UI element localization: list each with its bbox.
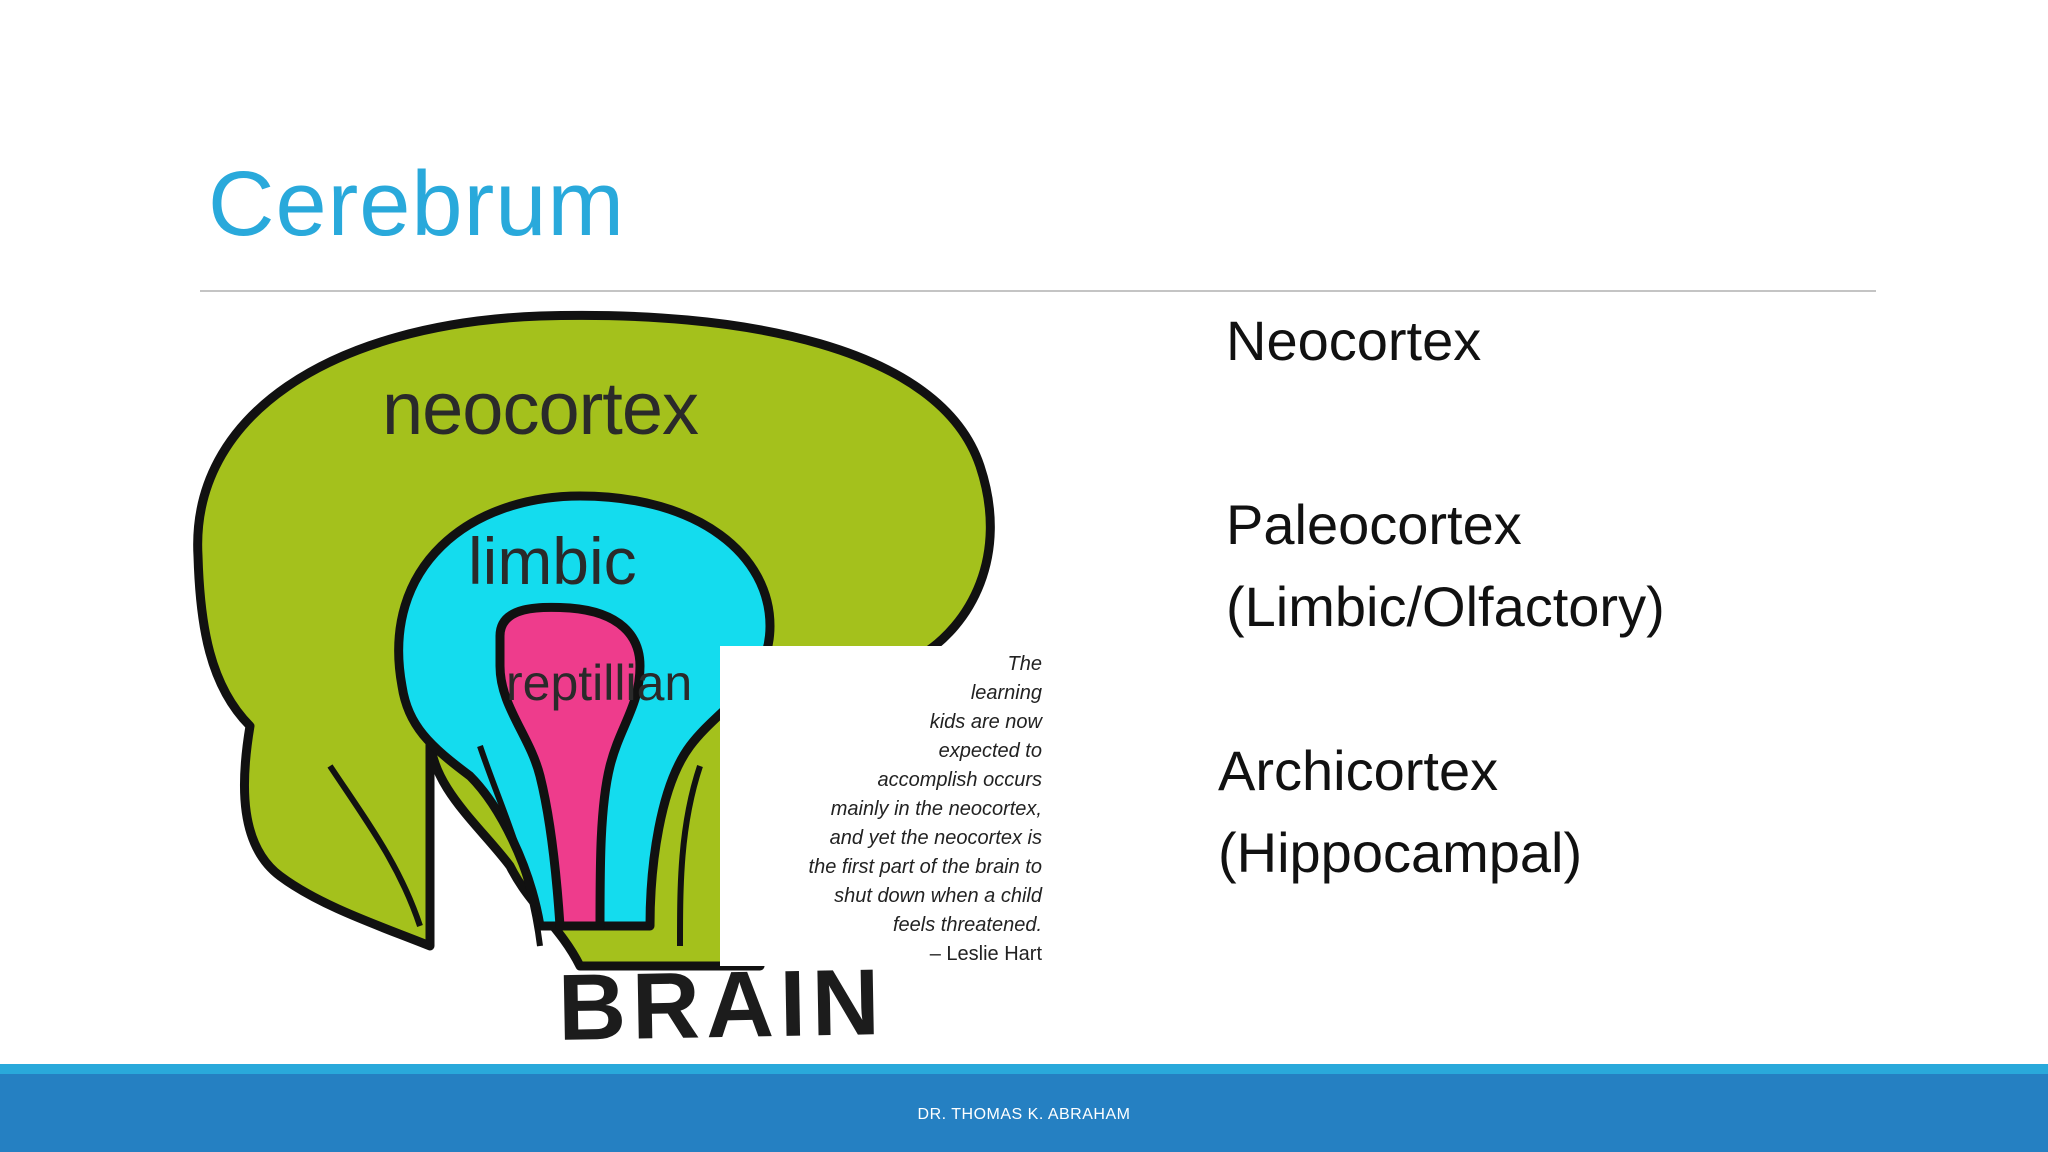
neocortex-label: neocortex [382,367,699,450]
title-divider [200,290,1876,292]
brain-label: BRAIN [557,949,887,1060]
term-archicortex: Archicortex (Hippocampal) [1218,730,1582,894]
footer-bar: DR. THOMAS K. ABRAHAM [0,1074,2048,1152]
reptilian-region [495,602,645,931]
cortex-terms: Neocortex Paleocortex (Limbic/Olfactory)… [1216,300,1976,900]
footer-author: DR. THOMAS K. ABRAHAM [917,1106,1131,1123]
quote-line: learning [970,682,1042,704]
reptilian-label: reptillian [506,655,693,711]
quote-line: accomplish occurs [877,769,1042,791]
term-neocortex-label: Neocortex [1226,309,1482,372]
term-archicortex-detail: (Hippocampal) [1218,821,1583,884]
term-paleocortex: Paleocortex (Limbic/Olfactory) [1226,484,1665,648]
term-archicortex-label: Archicortex [1218,739,1499,802]
quote-line: expected to [938,740,1042,762]
quote-line: feels threatened. [893,914,1042,936]
quote-line: kids are now [929,711,1042,733]
term-neocortex: Neocortex [1226,300,1481,382]
quote-line: shut down when a child [834,885,1042,907]
term-paleocortex-label: Paleocortex [1226,493,1522,556]
quote-line: The [1007,653,1042,675]
leslie-hart-quote: The learning kids are now expected to ac… [740,650,1042,969]
quote-line: mainly in the neocortex, [830,798,1042,820]
quote-line: the first part of the brain to [808,856,1042,878]
limbic-label: limbic [468,524,637,598]
term-paleocortex-detail: (Limbic/Olfactory) [1226,575,1665,638]
footer-accent-band [0,1064,2048,1074]
slide-title: Cerebrum [208,153,626,255]
quote-author: – Leslie Hart [929,943,1042,965]
brain-diagram: neocortex limbic reptillian BRAIN The le… [180,306,1080,1060]
brain-illustration [193,310,1060,971]
quote-line: and yet the neocortex is [829,827,1042,849]
